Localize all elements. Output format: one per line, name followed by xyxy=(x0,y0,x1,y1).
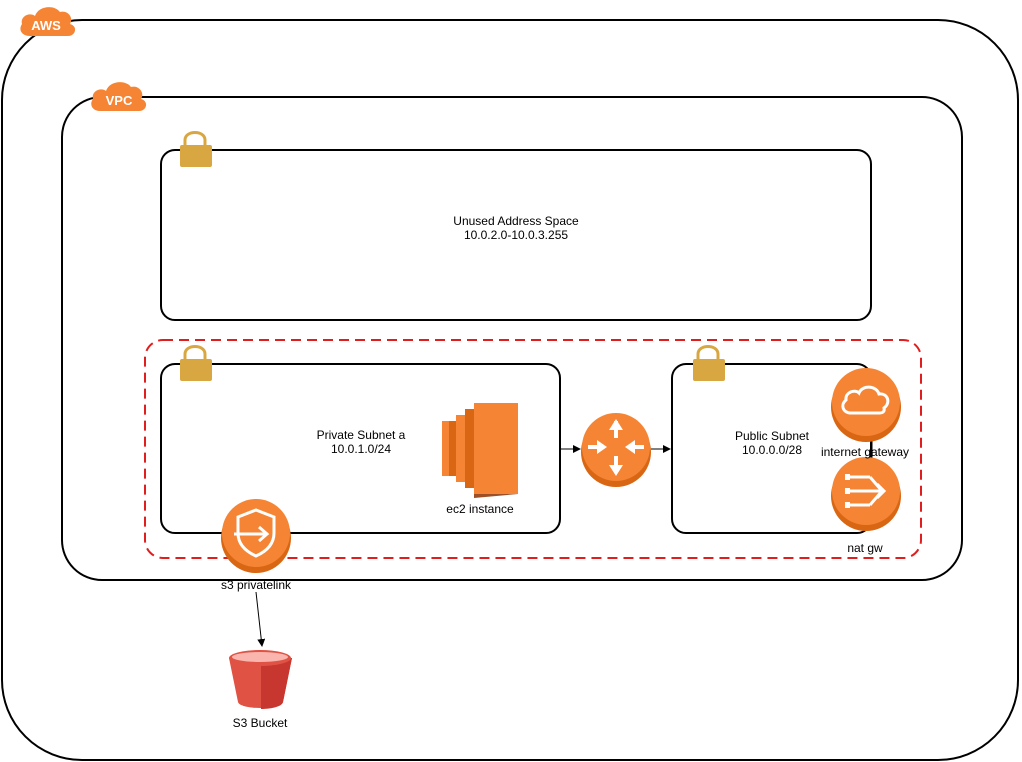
nat-gateway-label: nat gw xyxy=(847,541,883,555)
nat-gateway-icon xyxy=(831,457,901,531)
ec2-icon xyxy=(442,403,518,498)
s3-bucket-label: S3 Bucket xyxy=(232,716,288,730)
public-subnet-cidr: 10.0.0.0/28 xyxy=(741,443,803,457)
privatelink-icon xyxy=(221,499,291,573)
dashed-group-boundary xyxy=(144,339,922,559)
public-subnet-title: Public Subnet xyxy=(734,429,810,443)
unused-subnet-title: Unused Address Space xyxy=(453,214,579,228)
aws-badge-text: AWS xyxy=(31,18,61,33)
private-subnet-title: Private Subnet a xyxy=(316,428,406,442)
lock-icon xyxy=(180,131,212,167)
unused-address-space-box xyxy=(160,149,872,321)
lock-icon xyxy=(693,345,725,381)
private-subnet-cidr: 10.0.1.0/24 xyxy=(330,442,392,456)
internet-gateway-icon xyxy=(831,368,901,442)
vpc-badge-text: VPC xyxy=(106,93,133,108)
privatelink-label: s3 privatelink xyxy=(220,578,292,592)
lock-icon xyxy=(180,345,212,381)
internet-gateway-label: internet gateway xyxy=(820,445,910,459)
ec2-instance-label: ec2 instance xyxy=(446,502,514,516)
connector-privatelink-s3 xyxy=(255,591,266,647)
s3-bucket-icon xyxy=(229,650,292,709)
aws-cloud-icon xyxy=(20,7,76,37)
vpc-container xyxy=(61,96,963,581)
aws-cloud-container xyxy=(1,19,1019,761)
public-subnet-box xyxy=(671,363,872,534)
unused-subnet-cidr: 10.0.2.0-10.0.3.255 xyxy=(463,228,569,242)
vpc-cloud-icon xyxy=(91,82,147,111)
router-icon xyxy=(581,413,651,487)
